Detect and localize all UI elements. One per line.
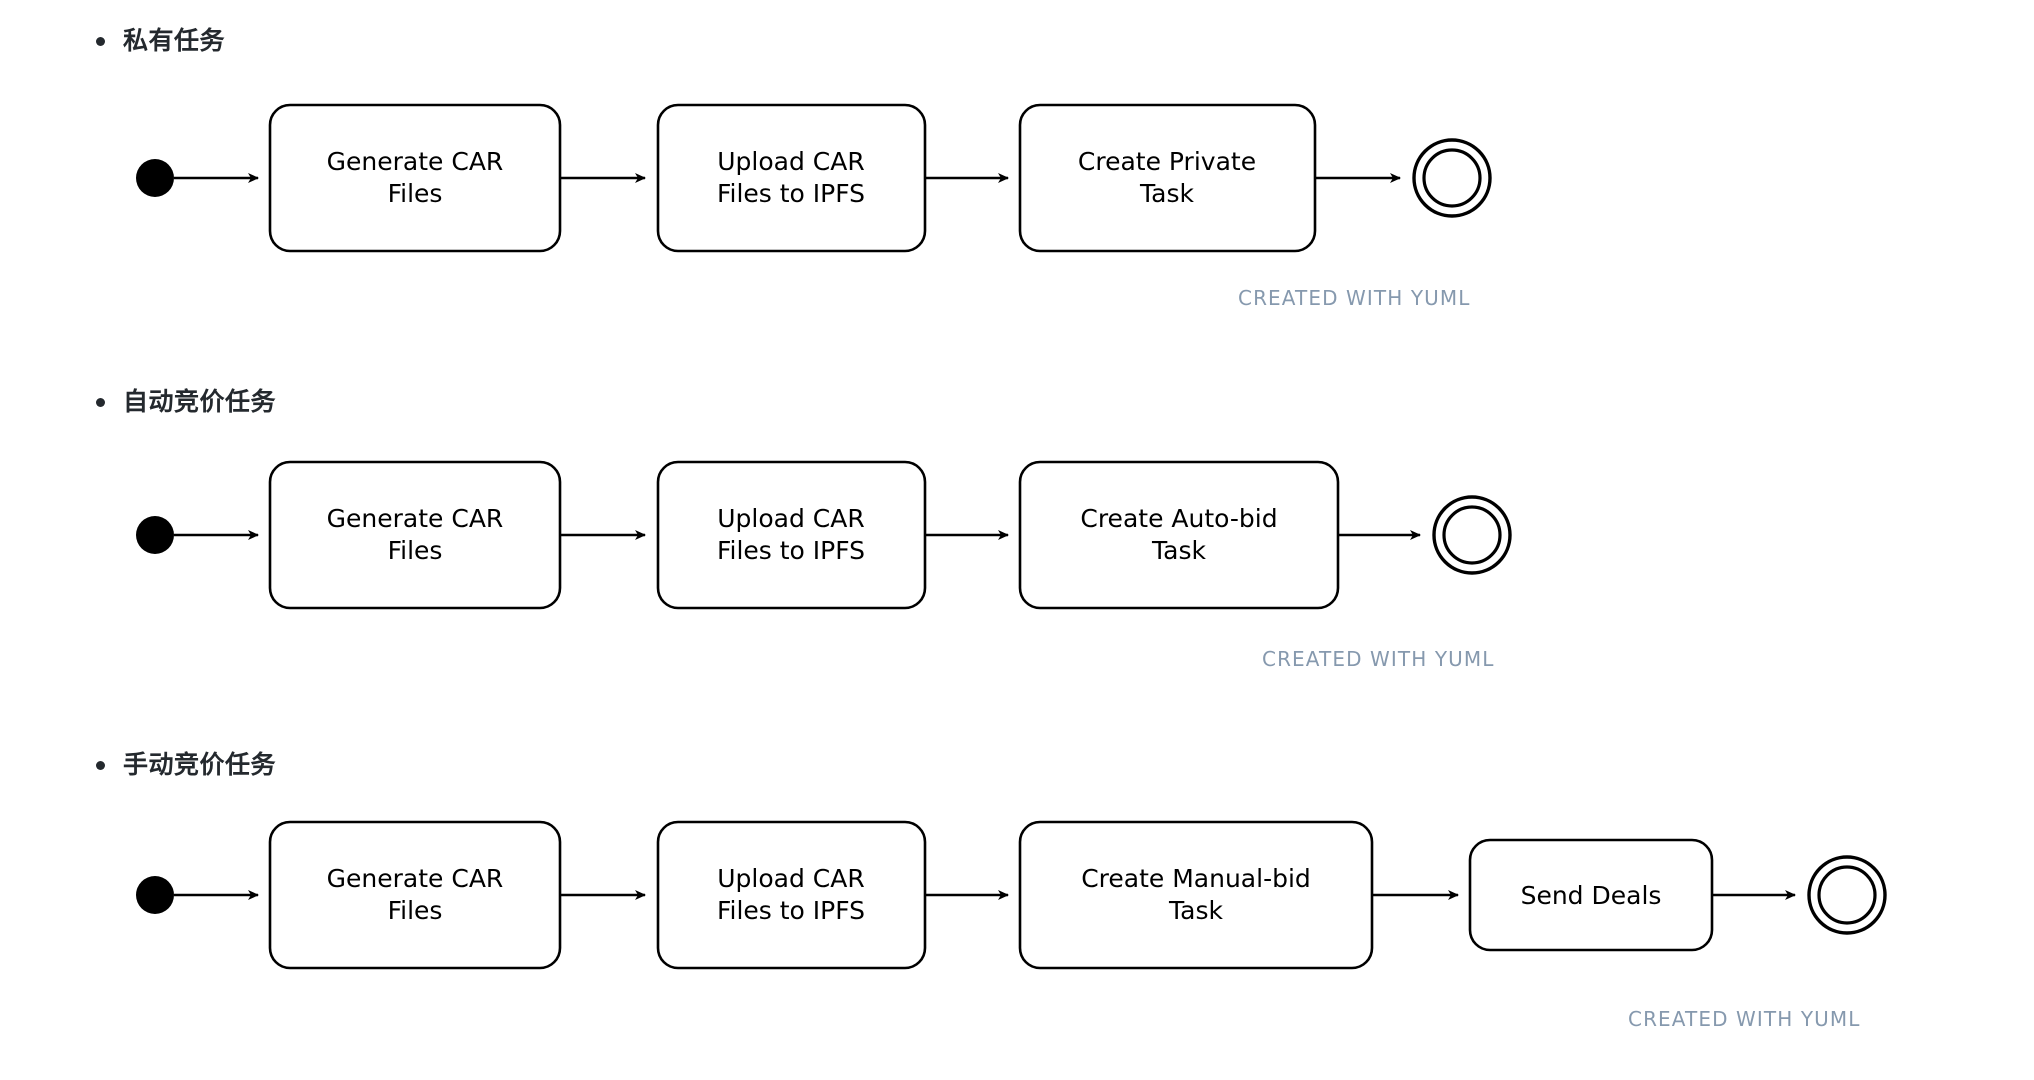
flow-node-create-private-task[interactable]: Create Private Task bbox=[1018, 103, 1317, 253]
bullet-icon bbox=[96, 36, 105, 46]
flow-node-label-line1: Create Auto-bid bbox=[1080, 504, 1277, 533]
flow-node-label-line1: Generate CAR bbox=[327, 864, 504, 893]
flow-node-label-line1: Generate CAR bbox=[327, 147, 504, 176]
flow-node-label-line1: Send Deals bbox=[1521, 881, 1662, 910]
flow-node-generate-car-files[interactable]: Generate CAR Files bbox=[268, 103, 562, 253]
flow-diagram-manual-bid-task: Generate CAR Files Upload CAR Files to I… bbox=[0, 800, 1920, 1000]
start-node bbox=[136, 516, 174, 554]
flow-node-label-line1: Upload CAR bbox=[717, 864, 864, 893]
flow-node-label-line1: Upload CAR bbox=[717, 147, 864, 176]
flow-node-create-manual-bid-task[interactable]: Create Manual-bid Task bbox=[1018, 820, 1374, 970]
section-heading-auto-bid-task: 自动竞价任务 bbox=[96, 385, 276, 419]
flow-node-label-line2: Files to IPFS bbox=[717, 536, 865, 565]
section-heading-label: 私有任务 bbox=[123, 26, 226, 55]
flow-node-upload-car-files-to-ipfs[interactable]: Upload CAR Files to IPFS bbox=[656, 460, 927, 610]
flow-node-label-line2: Task bbox=[1139, 179, 1194, 208]
section-heading-private-task: 私有任务 bbox=[96, 24, 225, 58]
flow-node-label-line1: Upload CAR bbox=[717, 504, 864, 533]
section-heading-label: 自动竞价任务 bbox=[123, 387, 277, 416]
flow-node-label-line2: Files bbox=[388, 179, 443, 208]
flow-node-generate-car-files[interactable]: Generate CAR Files bbox=[268, 460, 562, 610]
end-node bbox=[1807, 855, 1887, 935]
start-node bbox=[136, 159, 174, 197]
flow-diagram-auto-bid-task: Generate CAR Files Upload CAR Files to I… bbox=[0, 440, 1560, 640]
section-heading-label: 手动竞价任务 bbox=[123, 750, 277, 779]
start-node bbox=[136, 876, 174, 914]
watermark-yuml: CREATED WITH YUML bbox=[1238, 286, 1471, 310]
flow-node-label-line2: Task bbox=[1168, 896, 1223, 925]
flow-node-send-deals[interactable]: Send Deals bbox=[1468, 838, 1714, 952]
bullet-icon bbox=[96, 760, 105, 770]
flow-node-label-line2: Files bbox=[388, 896, 443, 925]
section-heading-manual-bid-task: 手动竞价任务 bbox=[96, 748, 276, 782]
flow-node-label-line2: Task bbox=[1151, 536, 1206, 565]
watermark-yuml: CREATED WITH YUML bbox=[1628, 1007, 1861, 1031]
flow-node-label-line1: Create Manual-bid bbox=[1081, 864, 1311, 893]
flow-node-label-line1: Generate CAR bbox=[327, 504, 504, 533]
flow-node-label-line2: Files to IPFS bbox=[717, 896, 865, 925]
flow-diagram-private-task: Generate CAR Files Upload CAR Files to I… bbox=[0, 78, 1520, 278]
watermark-yuml: CREATED WITH YUML bbox=[1262, 647, 1495, 671]
end-node bbox=[1412, 138, 1492, 218]
flow-node-upload-car-files-to-ipfs[interactable]: Upload CAR Files to IPFS bbox=[656, 820, 927, 970]
flow-node-upload-car-files-to-ipfs[interactable]: Upload CAR Files to IPFS bbox=[656, 103, 927, 253]
flow-node-label-line1: Create Private bbox=[1078, 147, 1256, 176]
flow-node-generate-car-files[interactable]: Generate CAR Files bbox=[268, 820, 562, 970]
bullet-icon bbox=[96, 397, 105, 407]
flow-node-label-line2: Files bbox=[388, 536, 443, 565]
flow-node-label-line2: Files to IPFS bbox=[717, 179, 865, 208]
flow-node-create-auto-bid-task[interactable]: Create Auto-bid Task bbox=[1018, 460, 1340, 610]
end-node bbox=[1432, 495, 1512, 575]
